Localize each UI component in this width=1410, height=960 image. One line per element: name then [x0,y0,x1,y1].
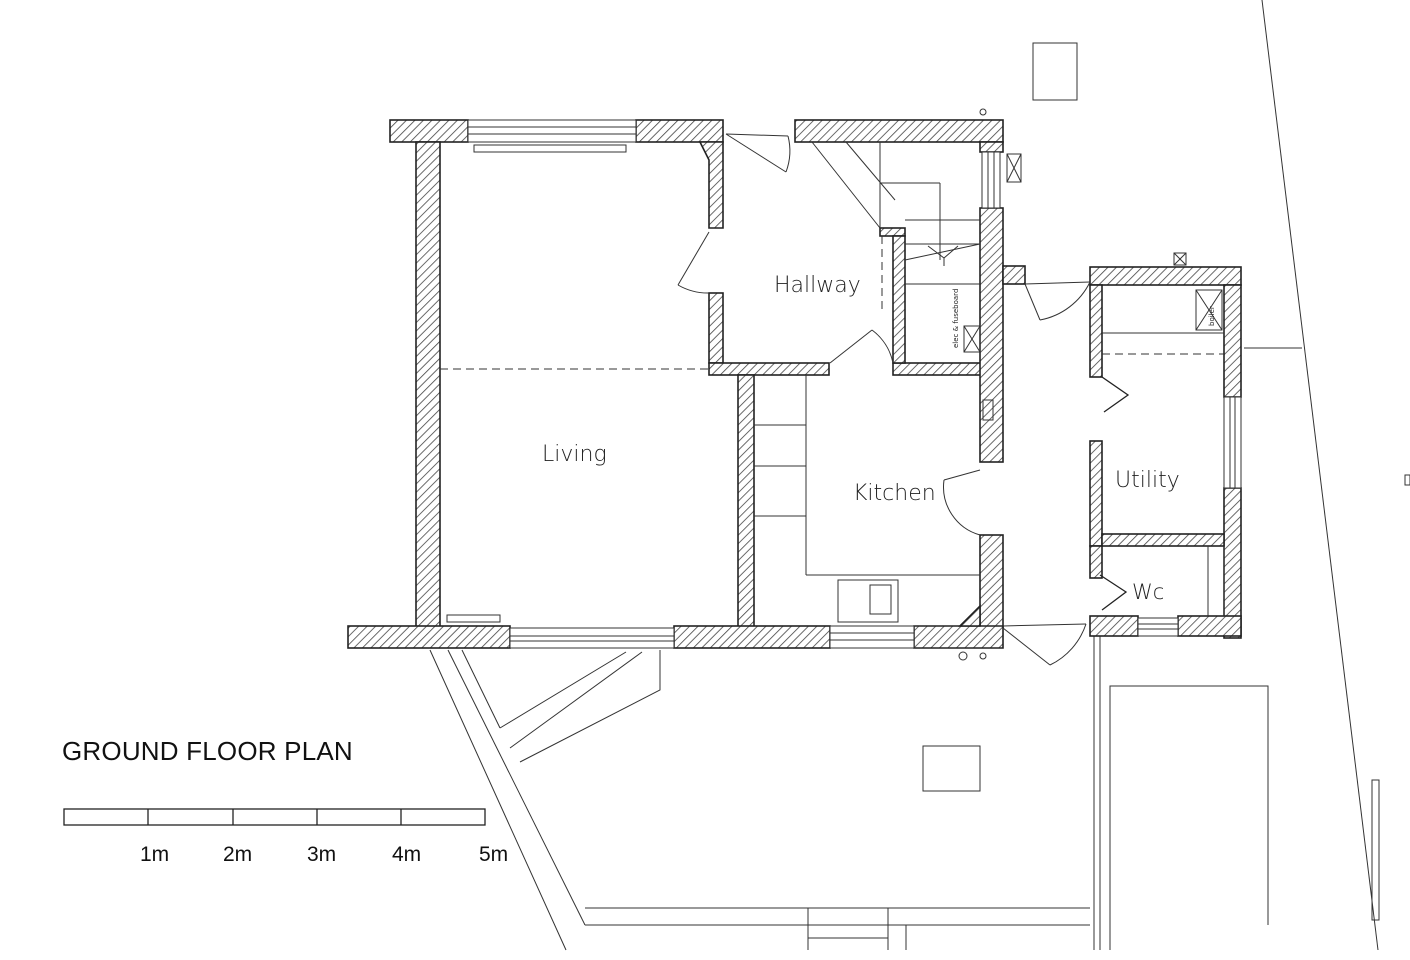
windows [446,119,1242,649]
room-label-hallway: Hallway [774,273,861,298]
stairs [811,141,981,310]
walls-main-house [347,119,1026,649]
scale-label-2m: 2m [223,843,253,866]
patio-path-lines [429,649,1090,951]
room-label-kitchen: Kitchen [853,481,936,506]
scale-label-5m: 5m [479,843,509,866]
room-label-utility: Utility [1115,468,1180,493]
elec-fuseboard-label: elec & fuseboard [952,289,960,348]
scale-label-3m: 3m [307,843,337,866]
walls-utility-block [1089,266,1242,639]
external-box-garden [922,745,981,792]
plan-title: GROUND FLOOR PLAN [62,736,353,766]
scale-bar [63,808,486,826]
scale-label-1m: 1m [140,843,170,866]
room-label-living: Living [542,442,607,467]
external-box-top [1032,42,1078,101]
room-label-wc: Wc [1132,580,1164,604]
boiler-label: boiler [1208,306,1216,326]
doors [677,133,1130,666]
scale-label-4m: 4m [392,843,422,866]
site-boundary-lines [1093,0,1410,951]
fittings [754,153,1225,623]
